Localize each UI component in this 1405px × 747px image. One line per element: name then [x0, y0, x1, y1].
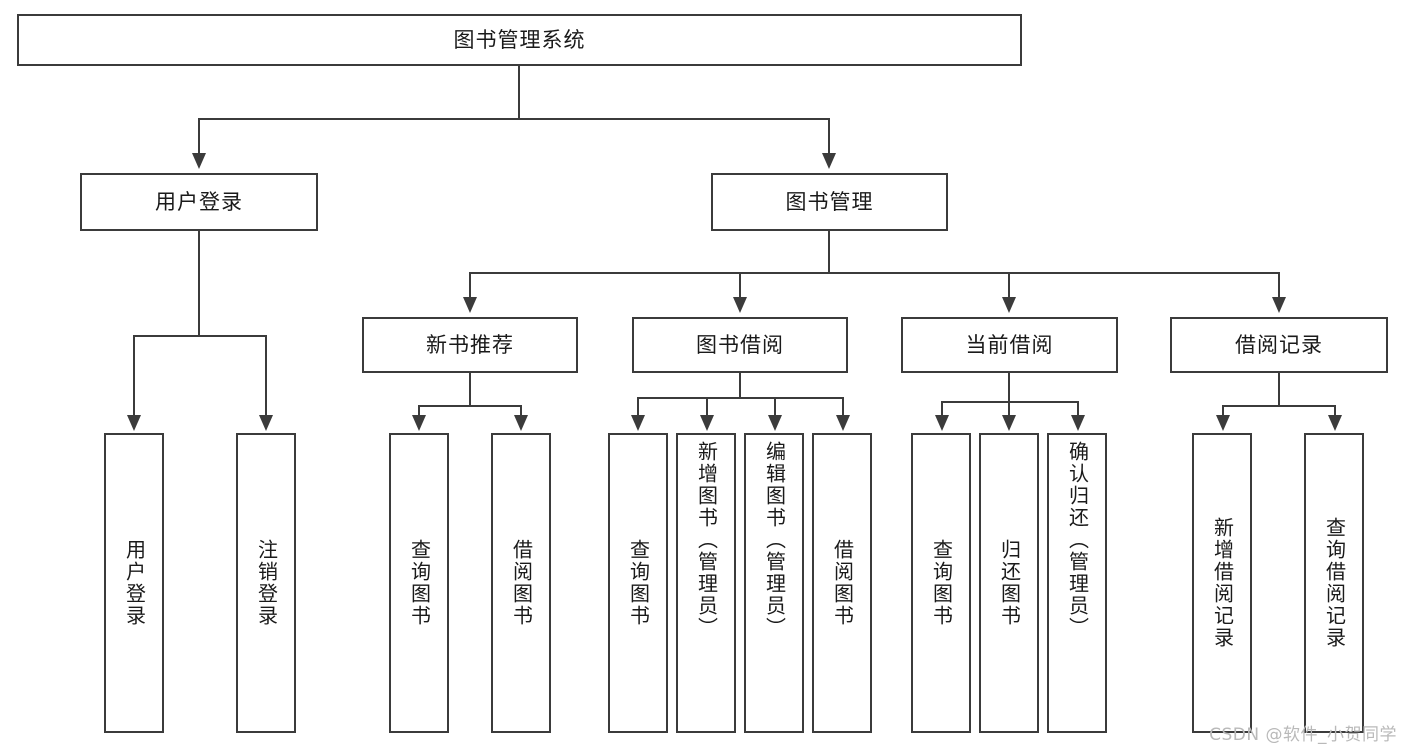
leaf-add-book-admin[interactable]: 新增图书（管理员） — [676, 433, 736, 733]
connector-drop-leaf-confirm-return — [1077, 401, 1079, 417]
node-user-login[interactable]: 用户登录 — [80, 173, 318, 231]
leaf-confirm-return-admin[interactable]: 确认归还（管理员） — [1047, 433, 1107, 733]
leaf-label: 借阅图书 — [509, 539, 534, 627]
arrowhead-current-borrow — [1002, 297, 1016, 313]
connector-root-stem — [518, 66, 520, 118]
arrowhead-book-borrow — [733, 297, 747, 313]
leaf-label: 用户登录 — [122, 539, 147, 627]
leaf-return-book[interactable]: 归还图书 — [979, 433, 1039, 733]
node-new-book-recommend[interactable]: 新书推荐 — [362, 317, 578, 373]
leaf-label: 新增图书（管理员） — [694, 441, 719, 639]
connector-user-login-stem — [198, 231, 200, 335]
arrowhead-new-book-recommend — [463, 297, 477, 313]
node-book-borrow[interactable]: 图书借阅 — [632, 317, 848, 373]
arrowhead-leaf-borrow-book-1 — [514, 415, 528, 431]
arrowhead-book-management — [822, 153, 836, 169]
arrowhead-leaf-query-book-3 — [935, 415, 949, 431]
connector-drop-current-borrow — [1008, 272, 1010, 299]
connector-drop-leaf-add-record — [1222, 405, 1224, 417]
arrowhead-leaf-add-record — [1216, 415, 1230, 431]
arrowhead-leaf-confirm-return — [1071, 415, 1085, 431]
leaf-user-login[interactable]: 用户登录 — [104, 433, 164, 733]
leaf-query-book-borrow[interactable]: 查询图书 — [608, 433, 668, 733]
node-label: 图书管理 — [785, 189, 874, 214]
connector-user-login-bus — [133, 335, 267, 337]
connector-drop-leaf-query-book-3 — [941, 401, 943, 417]
arrowhead-leaf-query-book-1 — [412, 415, 426, 431]
leaf-label: 确认归还（管理员） — [1065, 441, 1090, 639]
leaf-label: 借阅图书 — [830, 539, 855, 627]
leaf-logout[interactable]: 注销登录 — [236, 433, 296, 733]
leaf-label: 新增借阅记录 — [1210, 517, 1235, 649]
leaf-borrow-book[interactable]: 借阅图书 — [812, 433, 872, 733]
leaf-label: 查询图书 — [929, 539, 954, 627]
arrowhead-leaf-borrow-book-2 — [836, 415, 850, 431]
leaf-edit-book-admin[interactable]: 编辑图书（管理员） — [744, 433, 804, 733]
connector-drop-book-management — [828, 118, 830, 155]
connector-drop-leaf-return-book — [1008, 401, 1010, 417]
leaf-label: 编辑图书（管理员） — [762, 441, 787, 639]
connector-drop-leaf-edit-book — [774, 397, 776, 417]
connector-current-borrow-stem — [1008, 373, 1010, 401]
leaf-label: 注销登录 — [254, 539, 279, 627]
arrowhead-leaf-user-login — [127, 415, 141, 431]
arrowhead-borrow-record — [1272, 297, 1286, 313]
connector-drop-leaf-borrow-book-2 — [842, 397, 844, 417]
arrowhead-leaf-query-book-2 — [631, 415, 645, 431]
node-label: 图书管理系统 — [453, 27, 586, 52]
connector-book-borrow-bus — [637, 397, 843, 399]
connector-drop-new-book-recommend — [469, 272, 471, 299]
leaf-label: 查询图书 — [626, 539, 651, 627]
connector-level2-bus — [198, 118, 830, 120]
node-label: 当前借阅 — [965, 332, 1054, 357]
connector-borrow-record-stem — [1278, 373, 1280, 405]
connector-borrow-record-bus — [1222, 405, 1336, 407]
leaf-query-book-current[interactable]: 查询图书 — [911, 433, 971, 733]
node-label: 图书借阅 — [696, 332, 784, 357]
leaf-query-borrow-record[interactable]: 查询借阅记录 — [1304, 433, 1364, 733]
connector-drop-leaf-query-record — [1334, 405, 1336, 417]
connector-book-management-stem — [828, 231, 830, 272]
arrowhead-user-login — [192, 153, 206, 169]
node-borrow-record[interactable]: 借阅记录 — [1170, 317, 1388, 373]
leaf-label: 归还图书 — [997, 539, 1022, 627]
arrowhead-leaf-edit-book — [768, 415, 782, 431]
node-label: 借阅记录 — [1235, 332, 1323, 357]
node-current-borrow[interactable]: 当前借阅 — [901, 317, 1118, 373]
leaf-query-book-recommend[interactable]: 查询图书 — [389, 433, 449, 733]
connector-current-borrow-bus — [941, 401, 1079, 403]
connector-drop-book-borrow — [739, 272, 741, 299]
arrowhead-leaf-add-book — [700, 415, 714, 431]
arrowhead-leaf-return-book — [1002, 415, 1016, 431]
connector-drop-leaf-borrow-book-1 — [520, 405, 522, 417]
node-label: 新书推荐 — [426, 332, 514, 357]
connector-drop-leaf-logout — [265, 335, 267, 417]
watermark-text: CSDN @软件_小贺同学 — [1209, 725, 1397, 745]
connector-book-borrow-stem — [739, 373, 741, 397]
connector-new-book-recommend-stem — [469, 373, 471, 405]
node-root-book-management-system[interactable]: 图书管理系统 — [17, 14, 1022, 66]
connector-drop-borrow-record — [1278, 272, 1280, 299]
connector-drop-leaf-query-book-2 — [637, 397, 639, 417]
leaf-label: 查询图书 — [407, 539, 432, 627]
arrowhead-leaf-logout — [259, 415, 273, 431]
connector-drop-user-login — [198, 118, 200, 155]
connector-level3-bus — [469, 272, 1280, 274]
connector-drop-leaf-add-book — [706, 397, 708, 417]
leaf-label: 查询借阅记录 — [1322, 517, 1347, 649]
leaf-borrow-book-recommend[interactable]: 借阅图书 — [491, 433, 551, 733]
leaf-add-borrow-record[interactable]: 新增借阅记录 — [1192, 433, 1252, 733]
node-book-management[interactable]: 图书管理 — [711, 173, 948, 231]
arrowhead-leaf-query-record — [1328, 415, 1342, 431]
connector-drop-leaf-user-login — [133, 335, 135, 417]
node-label: 用户登录 — [155, 189, 243, 214]
connector-drop-leaf-query-book-1 — [418, 405, 420, 417]
connector-new-book-recommend-bus — [418, 405, 522, 407]
